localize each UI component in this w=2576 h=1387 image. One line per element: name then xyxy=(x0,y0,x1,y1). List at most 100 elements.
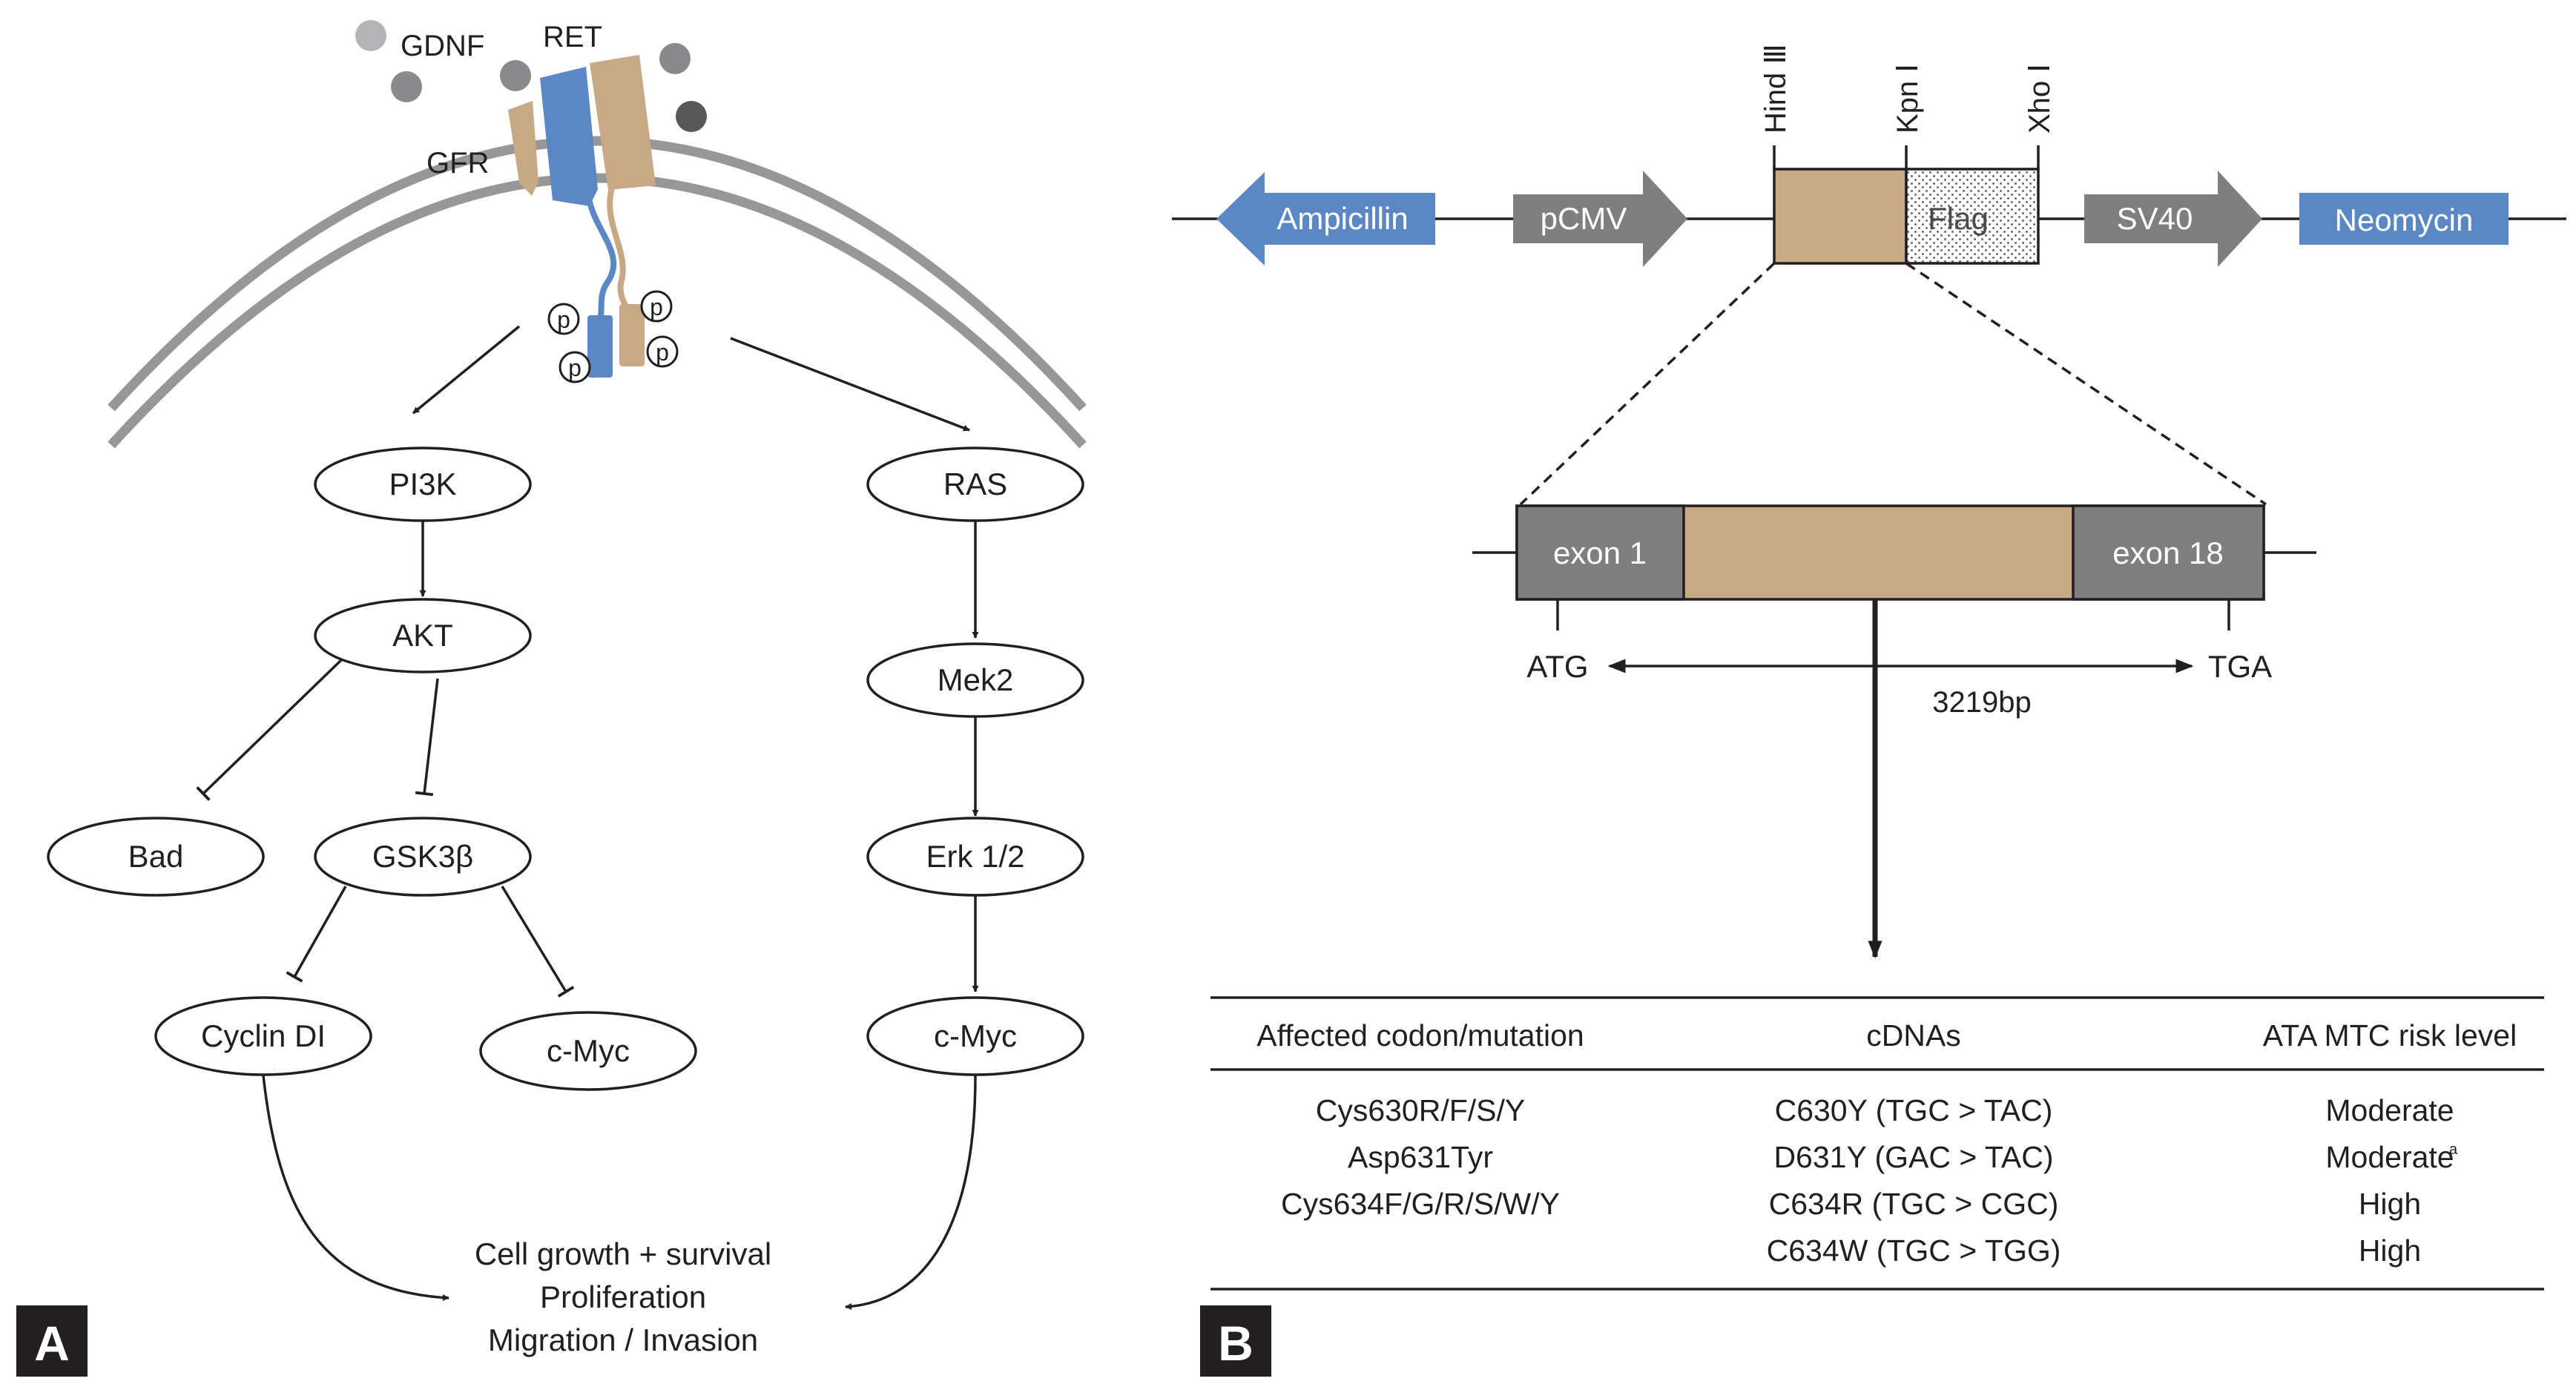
mutation-cell: Cys630R/F/S/Y xyxy=(1316,1093,1526,1127)
node-erk: Erk 1/2 xyxy=(866,817,1084,897)
svg-text:Mek2: Mek2 xyxy=(938,662,1014,697)
risk-cell: Moderate xyxy=(2325,1140,2454,1174)
svg-text:Ampicillin: Ampicillin xyxy=(1277,201,1408,236)
node-mek2: Mek2 xyxy=(866,642,1084,718)
outcome-migration: Migration / Invasion xyxy=(488,1322,758,1357)
svg-text:GSK3β: GSK3β xyxy=(372,839,473,874)
mutation-cell: Cys634F/G/R/S/W/Y xyxy=(1281,1187,1560,1221)
panel-b: Ampicillin pCMV Flag Hind Ⅲ Kpn Ⅰ Xho Ⅰ … xyxy=(1172,44,2566,1377)
zoom-line-right xyxy=(1905,262,2267,506)
cell-membrane-inner xyxy=(108,173,1087,449)
panel-b-tag: B xyxy=(1200,1305,1271,1377)
svg-text:Bad: Bad xyxy=(128,839,184,874)
gfr-coreceptor xyxy=(508,101,538,196)
risk-cell: High xyxy=(2359,1233,2421,1268)
ret-transmembrane-blue xyxy=(587,201,617,322)
mutation-table: Affected codon/mutation cDNAs ATA MTC ri… xyxy=(1210,996,2544,1291)
svg-text:SV40: SV40 xyxy=(2117,201,2193,236)
outcome-proliferation: Proliferation xyxy=(540,1279,706,1314)
phospho-group: p xyxy=(640,290,673,323)
site-hindiii: Hind Ⅲ xyxy=(1759,44,1792,134)
gdnf-ligand xyxy=(676,101,707,132)
sv40-arrow: SV40 xyxy=(2084,171,2262,267)
gdnf-label: GDNF xyxy=(401,30,484,62)
svg-text:B: B xyxy=(1218,1316,1254,1371)
risk-cell: Moderate xyxy=(2325,1093,2454,1127)
header-risk: ATA MTC risk level xyxy=(2263,1018,2517,1052)
neomycin-box: Neomycin xyxy=(2299,193,2509,245)
edge-akt-inhibits-gsk3b xyxy=(415,678,439,797)
svg-text:PI3K: PI3K xyxy=(389,467,456,501)
ampicillin-arrow: Ampicillin xyxy=(1216,172,1435,266)
cdna-cell: C630Y (TGC > TAC) xyxy=(1775,1093,2053,1127)
gdnf-ligand xyxy=(391,71,422,102)
node-gsk3b: GSK3β xyxy=(314,817,532,897)
phospho-group: p xyxy=(646,335,679,368)
edge-gsk3b-inhibits-cmyc xyxy=(501,886,575,998)
gdnf-ligand xyxy=(659,43,691,74)
svg-text:pCMV: pCMV xyxy=(1541,201,1627,236)
svg-text:p: p xyxy=(656,339,669,366)
node-pi3k: PI3K xyxy=(314,447,532,522)
flag-tag-box: Flag xyxy=(1905,168,2040,265)
exon-18-box: exon 18 xyxy=(2072,504,2265,601)
edge-gsk3b-inhibits-cyclin xyxy=(286,886,347,983)
ret-label: RET xyxy=(543,21,602,53)
mutation-cell: Asp631Tyr xyxy=(1348,1140,1493,1174)
edge-cyclin-to-outcomes xyxy=(262,1075,449,1302)
ret-kinase-blue xyxy=(587,315,613,378)
phospho-group: p xyxy=(547,303,580,335)
header-mutation: Affected codon/mutation xyxy=(1256,1018,1584,1052)
risk-footnote-marker: a xyxy=(2449,1141,2458,1158)
svg-text:RAS: RAS xyxy=(943,467,1007,501)
svg-text:c-Myc: c-Myc xyxy=(934,1018,1017,1053)
outcome-growth: Cell growth + survival xyxy=(475,1236,771,1271)
cell-membrane-outer xyxy=(108,136,1087,412)
node-bad: Bad xyxy=(47,817,265,897)
ret-receptor-blue xyxy=(540,67,598,206)
pcmv-promoter-arrow: pCMV xyxy=(1513,171,1687,267)
panel-a: p p p p GDNF RET GFR PI xyxy=(16,20,1087,1377)
svg-text:p: p xyxy=(568,355,582,381)
header-cdnas: cDNAs xyxy=(1866,1018,1961,1052)
length-label: 3219bp xyxy=(1932,686,2031,719)
site-xhoi: Xho Ⅰ xyxy=(2023,64,2056,134)
svg-text:c-Myc: c-Myc xyxy=(547,1033,630,1068)
svg-text:Flag: Flag xyxy=(1928,201,1989,236)
cdna-cell: C634W (TGC > TGG) xyxy=(1767,1233,2061,1268)
ret-insert-box xyxy=(1773,168,1908,265)
panel-a-tag: A xyxy=(16,1305,88,1377)
edge-cmyc-to-outcomes xyxy=(845,1075,977,1310)
exon-1-box: exon 1 xyxy=(1515,504,1685,601)
edge-ret-to-pi3k xyxy=(412,325,521,415)
svg-text:AKT: AKT xyxy=(392,618,453,653)
svg-text:exon 18: exon 18 xyxy=(2112,536,2223,570)
svg-text:p: p xyxy=(557,306,570,333)
risk-cell: High xyxy=(2359,1187,2421,1221)
cdna-cell: C634R (TGC > CGC) xyxy=(1769,1187,2059,1221)
node-akt: AKT xyxy=(314,598,532,673)
ret-receptor-tan xyxy=(590,55,656,190)
node-c-myc-left: c-Myc xyxy=(479,1011,697,1091)
edge-ret-to-ras xyxy=(730,337,970,432)
svg-text:Cyclin DI: Cyclin DI xyxy=(201,1018,326,1053)
node-c-myc-right: c-Myc xyxy=(866,996,1084,1076)
gfr-label: GFR xyxy=(426,147,489,179)
svg-text:p: p xyxy=(650,294,663,320)
start-codon-label: ATG xyxy=(1526,649,1588,684)
node-cyclin-d1: Cyclin DI xyxy=(154,996,372,1076)
svg-text:Neomycin: Neomycin xyxy=(2335,202,2474,237)
svg-text:Erk 1/2: Erk 1/2 xyxy=(926,839,1024,874)
edge-akt-inhibits-bad xyxy=(196,659,343,801)
svg-text:A: A xyxy=(34,1316,70,1371)
cdna-cell: D631Y (GAC > TAC) xyxy=(1773,1140,2053,1174)
phospho-group: p xyxy=(559,351,591,383)
site-kpni: Kpn Ⅰ xyxy=(1891,64,1924,134)
svg-text:exon 1: exon 1 xyxy=(1553,536,1647,570)
stop-codon-label: TGA xyxy=(2208,649,2272,684)
zoom-line-left xyxy=(1519,262,1776,506)
gdnf-ligand xyxy=(355,20,386,51)
ret-kinase-tan xyxy=(619,304,645,366)
node-ras: RAS xyxy=(866,447,1084,522)
